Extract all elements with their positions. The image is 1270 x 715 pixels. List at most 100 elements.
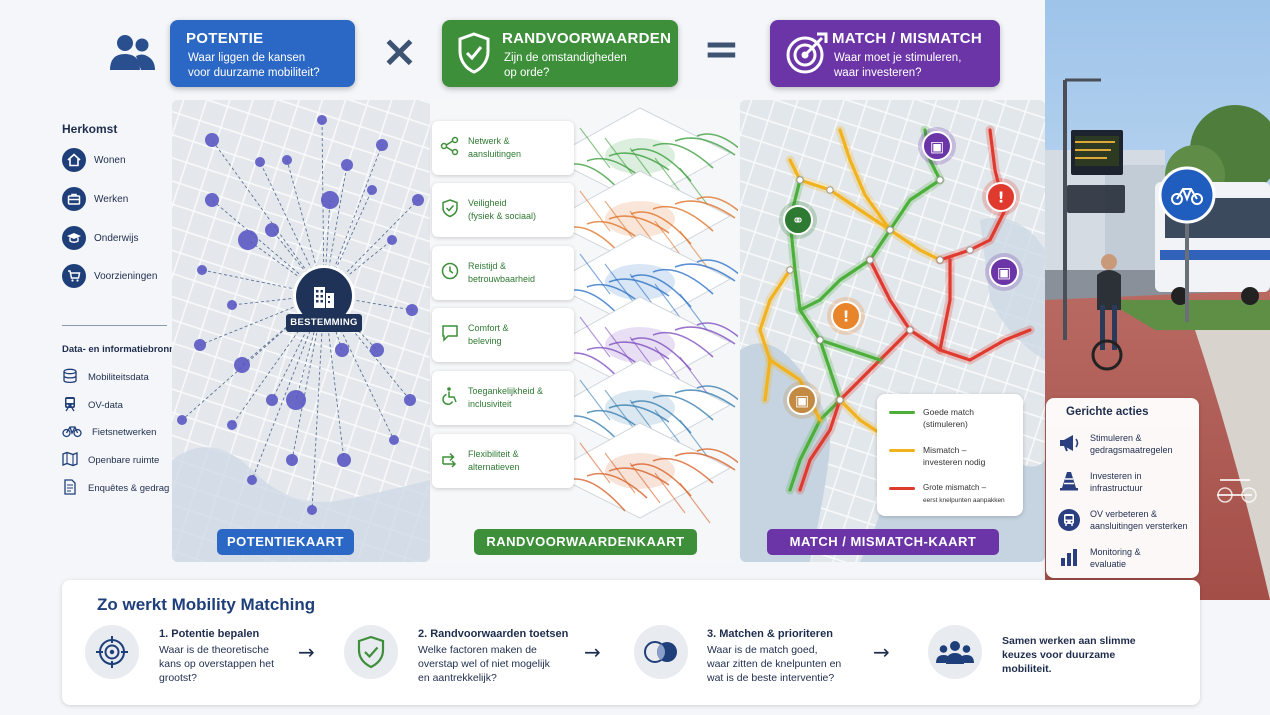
svg-text:▣: ▣: [930, 138, 944, 156]
source-item: Enquêtes & gedrag: [62, 479, 169, 498]
match-route: [788, 398, 842, 492]
match-route: [758, 268, 792, 402]
match-subtitle: Waar moet je stimuleren,waar investeren?: [834, 52, 962, 79]
match-header: MATCH / MISMATCH Waar moet je stimuleren…: [770, 20, 1000, 87]
map-icon: [62, 451, 78, 470]
origin-dot: [227, 300, 237, 310]
layer-card-network: Netwerk &aansluitingen: [432, 121, 574, 175]
svg-text:⚭: ⚭: [792, 212, 805, 230]
origin-dot: [247, 475, 257, 485]
origin-dot: [234, 357, 250, 373]
origin-dot: [238, 230, 258, 250]
origin-label: Voorzieningen: [94, 270, 158, 282]
origin-dot: [255, 157, 265, 167]
origin-dot: [307, 505, 317, 515]
match-legend: Goede match(stimuleren) Mismatch –invest…: [877, 394, 1023, 516]
layer-card-safety: Veiligheid(fysiek & sociaal): [432, 183, 574, 237]
target-icon: [85, 625, 139, 679]
shield-icon: [440, 198, 460, 222]
bus-stop-icon: ▣: [783, 381, 821, 419]
match-route: [818, 338, 882, 362]
origin-dot: [387, 235, 397, 245]
condition-map-layer: [548, 422, 738, 524]
traffic-cone-icon: [1058, 471, 1080, 494]
potential-map-label: POTENTIEKAART: [217, 529, 354, 555]
times-operator: ×: [381, 26, 418, 77]
network-icon: [440, 136, 460, 160]
svg-text:▣: ▣: [795, 392, 809, 410]
overlap-circles-icon: [634, 625, 688, 679]
origin-dot: [367, 185, 377, 195]
bicycle-sign-icon: [1171, 188, 1203, 205]
source-item: Fietsnetwerken: [62, 424, 156, 441]
warning-icon: !: [982, 178, 1020, 216]
conditions-layer-stack: [548, 107, 738, 524]
origin-dot: [335, 343, 349, 357]
origin-item-wonen: Wonen: [62, 148, 126, 172]
shield-check-icon: [344, 625, 398, 679]
survey-icon: [62, 479, 78, 498]
how-it-works-title: Zo werkt Mobility Matching: [97, 595, 316, 614]
origin-dot: [194, 339, 206, 351]
action-item-monitoring: Monitoring &evaluatie: [1058, 546, 1141, 570]
origin-dot: [317, 115, 327, 125]
origin-item-voorzieningen: Voorzieningen: [62, 264, 157, 288]
match-route: [938, 258, 952, 352]
potentie-title: POTENTIE: [186, 30, 264, 47]
origin-dot: [282, 155, 292, 165]
step-arrow: →: [298, 640, 315, 664]
bicycle-icon: ⚭: [779, 201, 817, 239]
origin-dot: [321, 191, 339, 209]
layer-card-accessibility: Toegankelijkheid &inclusiviteit: [432, 371, 574, 425]
origin-dot: [197, 265, 207, 275]
bicycle-icon: [62, 424, 82, 441]
equals-operator: =: [703, 24, 740, 75]
legend-item-good: Goede match(stimuleren): [889, 406, 974, 430]
svg-text:!: !: [998, 189, 1005, 207]
origin-dot: [227, 420, 237, 430]
origin-dot: [412, 194, 424, 206]
layer-card-traveltime: Reistijd &betrouwbaarheid: [432, 246, 574, 300]
condition-map-layer: [548, 233, 738, 335]
action-item-stimulate: Stimuleren &gedragsmaatregelen: [1058, 432, 1173, 456]
graduation-cap-icon: [62, 226, 86, 250]
action-item-public-transport: OV verbeteren &aansluitingen versterken: [1058, 508, 1188, 532]
home-icon: [62, 148, 86, 172]
how-it-works-panel: Zo werkt Mobility Matching 1. Potentie b…: [62, 580, 1200, 705]
origin-dot: [370, 343, 384, 357]
clock-icon: [440, 261, 460, 285]
database-icon: [62, 368, 78, 387]
origin-dot: [205, 193, 219, 207]
destination-label: BESTEMMING: [286, 314, 362, 332]
svg-text:▣: ▣: [997, 264, 1011, 282]
train-icon: ▣: [985, 253, 1023, 291]
target-arrow-icon: [784, 30, 830, 81]
sidebar-divider: [62, 325, 167, 326]
origin-item-onderwijs: Onderwijs: [62, 226, 138, 250]
randvoorwaarden-title: RANDVOORWAARDEN: [502, 30, 672, 47]
bus-stop-icon: ▣: [918, 127, 956, 165]
actions-panel: Gerichte acties Stimuleren &gedragsmaatr…: [1046, 398, 1199, 578]
legend-item-mismatch: Mismatch –investeren nodig: [889, 444, 985, 468]
origin-dot: [337, 453, 351, 467]
origin-label: Wonen: [94, 154, 126, 166]
source-item: Openbare ruimte: [62, 451, 159, 470]
origin-dot: [406, 304, 418, 316]
origin-dot: [389, 435, 399, 445]
step-3-description: Waar is de match goed,waar zitten de kne…: [707, 644, 842, 684]
origin-dot: [205, 133, 219, 147]
step-arrow: →: [584, 640, 601, 664]
step-2-title: 2. Randvoorwaarden toetsen: [418, 628, 569, 640]
legend-item-major-mismatch: Grote mismatch –eerst knelpunten aanpakk…: [889, 482, 1005, 507]
svg-text:!: !: [843, 308, 850, 326]
match-map-label: MATCH / MISMATCH-KAART: [767, 529, 999, 555]
train-icon: [62, 396, 78, 415]
bus-icon: [1058, 509, 1080, 531]
match-title: MATCH / MISMATCH: [832, 30, 983, 47]
